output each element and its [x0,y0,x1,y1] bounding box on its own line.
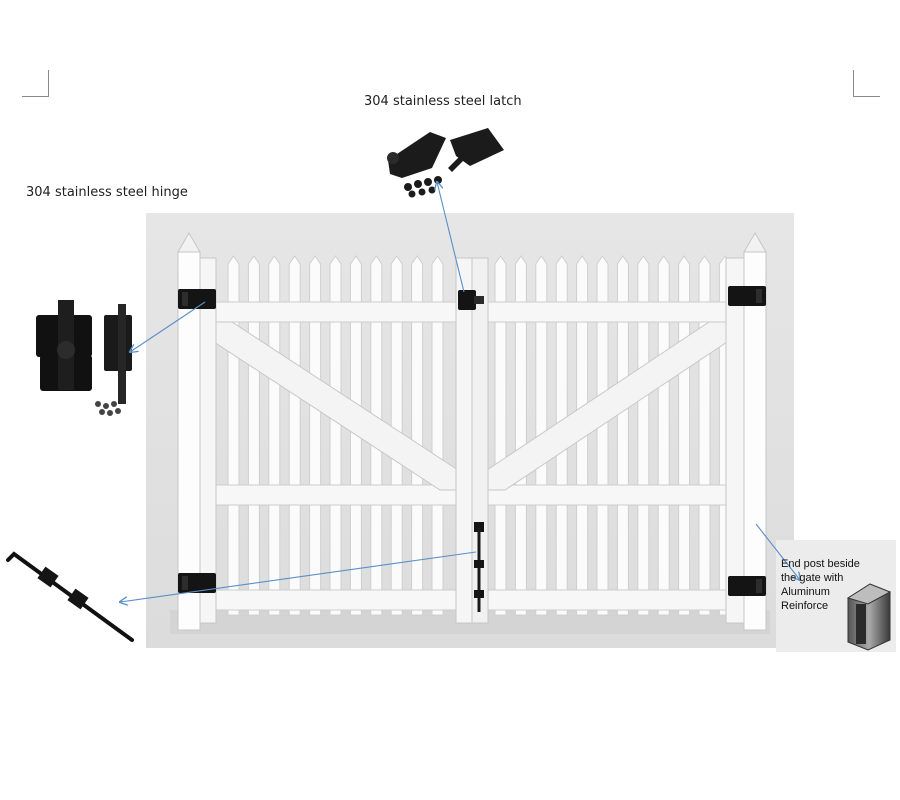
page-corner-mark-top-left [22,70,49,97]
end-post-caption-line: Reinforce [781,600,829,612]
page-corner-mark-top-right [853,70,880,97]
picket [411,255,424,616]
hinge-bottom-right [728,576,766,596]
left-gate-stile [199,257,217,624]
mid-rail-left [213,484,459,506]
gate-hinges [178,286,766,596]
left-post-cap [177,232,201,253]
gate-latch [458,290,484,310]
leader-drop-rod [120,551,477,602]
hinge-top-left [178,289,216,309]
end-post-caption-line: Aluminum [781,586,830,598]
rails [213,301,728,611]
picket [514,255,527,616]
end-post-caption-line: End post beside [781,558,860,570]
picket [637,255,650,616]
bottom-rail-right [486,589,728,611]
top-rail-right [486,301,728,323]
bottom-rail-left [213,589,459,611]
gate-drop-rod [474,522,484,612]
leader-end-post [755,523,800,580]
leader-latch [437,182,465,293]
mid-rail-right [486,484,728,506]
end-post-caption: End post beside the gate with Aluminum R… [781,557,881,613]
picket [494,255,507,616]
hinge-hardware-icon [36,300,132,416]
right-gate-stile [725,257,745,624]
picket [329,255,342,616]
picket [596,255,609,616]
drop-rod-icon [6,551,134,642]
picket [657,255,670,616]
center-stile-left [455,257,473,624]
aluminum-reinforcement-icon [846,583,892,651]
latch-hardware-icon [387,128,504,198]
picket [268,255,281,616]
picket [616,255,629,616]
latch-caption: 304 stainless steel latch [364,94,522,109]
right-post-cap [743,232,767,253]
leader-lines [120,182,800,602]
end-post-caption-line: the gate with [781,572,844,584]
leader-hinge [130,301,206,352]
picket [288,255,301,616]
posts [177,232,767,631]
top-rail-left [213,301,459,323]
right-end-post [743,251,767,631]
hinge-caption: 304 stainless steel hinge [26,185,188,200]
hinge-bottom-left [178,573,216,593]
picket [309,255,322,616]
hinge-top-right [728,286,766,306]
picket [431,255,444,616]
